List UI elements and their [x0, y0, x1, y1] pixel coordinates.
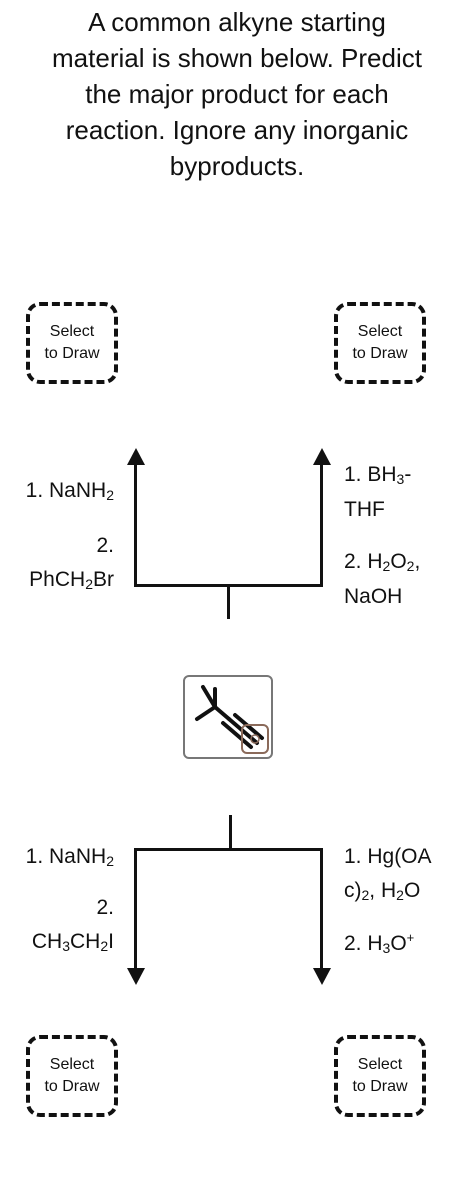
reagent-step-1-cont: c)2, H2O — [344, 879, 421, 903]
arrow-down-right — [313, 968, 331, 985]
question-text: A common alkyne starting material is sho… — [0, 4, 474, 184]
reagent-bottom-left: 1. NaNH2 2. CH3CH2I — [6, 840, 114, 960]
triple-bond-highlight-icon — [241, 724, 269, 754]
triple-bond-lower — [221, 721, 253, 749]
draw-box-label: to Draw — [352, 1078, 408, 1095]
draw-box-top-left[interactable]: Select to Draw — [26, 302, 118, 384]
bond-to-alkyne — [213, 705, 231, 721]
draw-box-bottom-right[interactable]: Select to Draw — [334, 1035, 426, 1117]
reagent-step-2: CH3CH2I — [31, 930, 114, 954]
draw-box-bottom-left[interactable]: Select to Draw — [26, 1035, 118, 1117]
draw-box-label: Select — [357, 323, 403, 340]
stem-line-bottom — [229, 815, 232, 850]
branch-line-bottom-left — [134, 848, 137, 970]
question-line-5: byproducts. — [169, 151, 305, 181]
reagent-step-2-number: 2. — [96, 534, 114, 557]
arrow-down-left — [127, 968, 145, 985]
draw-box-label: Select — [49, 1056, 95, 1073]
question-line-3: the major product for each — [85, 79, 389, 109]
alkyne-skeletal-structure — [195, 685, 269, 754]
reagent-top-right: 1. BH3- THF 2. H2O2, NaOH — [344, 458, 470, 614]
reagent-step-2: 2. H3O+ — [344, 930, 415, 956]
question-line-2: material is shown below. Predict — [52, 43, 422, 73]
arrow-up-left — [127, 448, 145, 465]
reagent-step-1: 1. BH3- — [344, 463, 412, 487]
question-line-4: reaction. Ignore any inorganic — [65, 115, 409, 145]
reagent-step-1: 1. Hg(OA — [344, 845, 432, 868]
branch-line-bottom-right — [320, 848, 323, 970]
draw-box-top-right[interactable]: Select to Draw — [334, 302, 426, 384]
starting-material-box[interactable] — [183, 675, 273, 759]
reagent-step-2-cont: NaOH — [344, 585, 403, 608]
draw-box-label: Select — [357, 1056, 403, 1073]
arrow-up-right — [313, 448, 331, 465]
reagent-step-2: 2. H2O2, — [344, 550, 421, 574]
draw-box-label: to Draw — [44, 1078, 100, 1095]
bond-methyl-3 — [195, 705, 217, 721]
branch-line-top-right — [320, 464, 323, 586]
reagent-top-left: 1. NaNH2 2. PhCH2Br — [6, 474, 114, 598]
reagent-step-2-number: 2. — [96, 896, 114, 919]
draw-box-label: Select — [49, 323, 95, 340]
triple-bond-upper — [233, 713, 264, 740]
reagent-step-1: 1. NaNH2 — [25, 479, 114, 503]
reagent-step-1: 1. NaNH2 — [25, 845, 114, 869]
connector-line-bottom — [134, 848, 323, 851]
reagent-step-2: PhCH2Br — [29, 568, 114, 592]
stem-line-top — [227, 584, 230, 619]
branch-line-top-left — [134, 464, 137, 586]
question-line-1: A common alkyne starting — [88, 7, 386, 37]
reagent-step-1-cont: THF — [344, 498, 385, 521]
draw-box-label: to Draw — [44, 345, 100, 362]
draw-box-label: to Draw — [352, 345, 408, 362]
reagent-bottom-right: 1. Hg(OA c)2, H2O 2. H3O+ — [344, 840, 470, 963]
